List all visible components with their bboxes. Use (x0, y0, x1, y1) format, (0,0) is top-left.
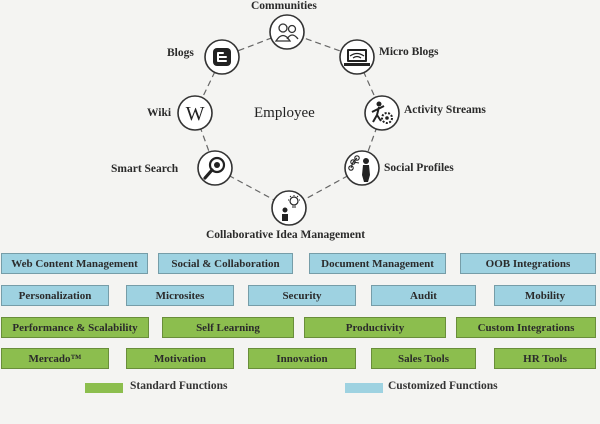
node-social-profiles: Social Profiles (384, 162, 454, 174)
function-box: Sales Tools (371, 348, 476, 369)
function-box: Mobility (494, 285, 596, 306)
function-box: Self Learning (162, 317, 294, 338)
node-collaborative-idea-management: Collaborative Idea Management (206, 229, 366, 241)
function-box: Performance & Scalability (1, 317, 149, 338)
employee-ring-diagram: W (177, 14, 400, 226)
legend-swatch-custom (345, 383, 383, 393)
wikipedia-icon: W (177, 95, 213, 131)
node-smart-search: Smart Search (111, 163, 179, 175)
node-communities: Communities (251, 0, 317, 12)
center-employee-label: Employee (254, 105, 315, 121)
function-box: Custom Integrations (456, 317, 596, 338)
social-network-icon (344, 150, 380, 186)
function-box: Document Management (309, 253, 446, 274)
function-box: Personalization (1, 285, 109, 306)
people-icon (269, 14, 305, 50)
node-wiki: Wiki (147, 107, 172, 119)
blogger-icon (204, 39, 240, 75)
function-box: Motivation (126, 348, 234, 369)
function-box: Mercado™ (1, 348, 109, 369)
node-activity-streams: Activity Streams (404, 104, 486, 116)
function-box: Productivity (304, 317, 446, 338)
function-box: Microsites (126, 285, 234, 306)
svg-text:W: W (186, 103, 205, 125)
function-box: Web Content Management (1, 253, 148, 274)
function-box: Security (248, 285, 356, 306)
function-box: Innovation (248, 348, 356, 369)
magnifier-icon (197, 150, 233, 186)
function-box: HR Tools (494, 348, 596, 369)
legend-label-standard: Standard Functions (130, 380, 228, 392)
function-box: Audit (371, 285, 476, 306)
function-box: Social & Collaboration (158, 253, 293, 274)
laptop-icon (339, 39, 375, 75)
dashed-ring (194, 31, 383, 209)
legend-swatch-standard (85, 383, 123, 393)
function-box: OOB Integrations (460, 253, 596, 274)
node-blogs: Blogs (167, 47, 194, 59)
idea-icon (271, 190, 307, 226)
activity-gears-icon (364, 95, 400, 131)
legend-label-custom: Customized Functions (388, 380, 498, 392)
node-micro-blogs: Micro Blogs (379, 46, 439, 58)
